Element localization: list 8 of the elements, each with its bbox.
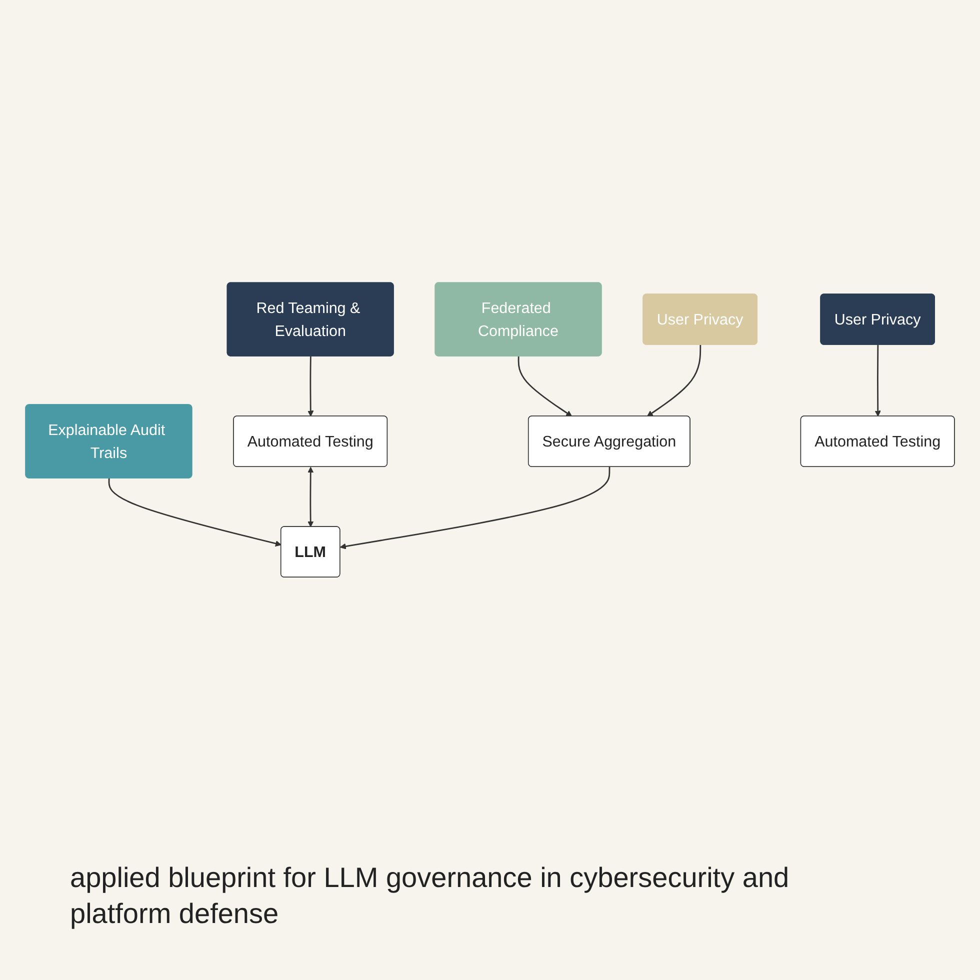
caption: applied blueprint for LLM governance in cybersecurity and platform defense xyxy=(70,861,790,932)
arrow xyxy=(308,467,314,528)
arrow xyxy=(874,345,881,417)
arrow xyxy=(308,356,314,417)
arrow xyxy=(108,478,282,547)
arrow xyxy=(646,345,702,417)
arrow xyxy=(340,467,610,550)
arrow xyxy=(518,356,572,417)
